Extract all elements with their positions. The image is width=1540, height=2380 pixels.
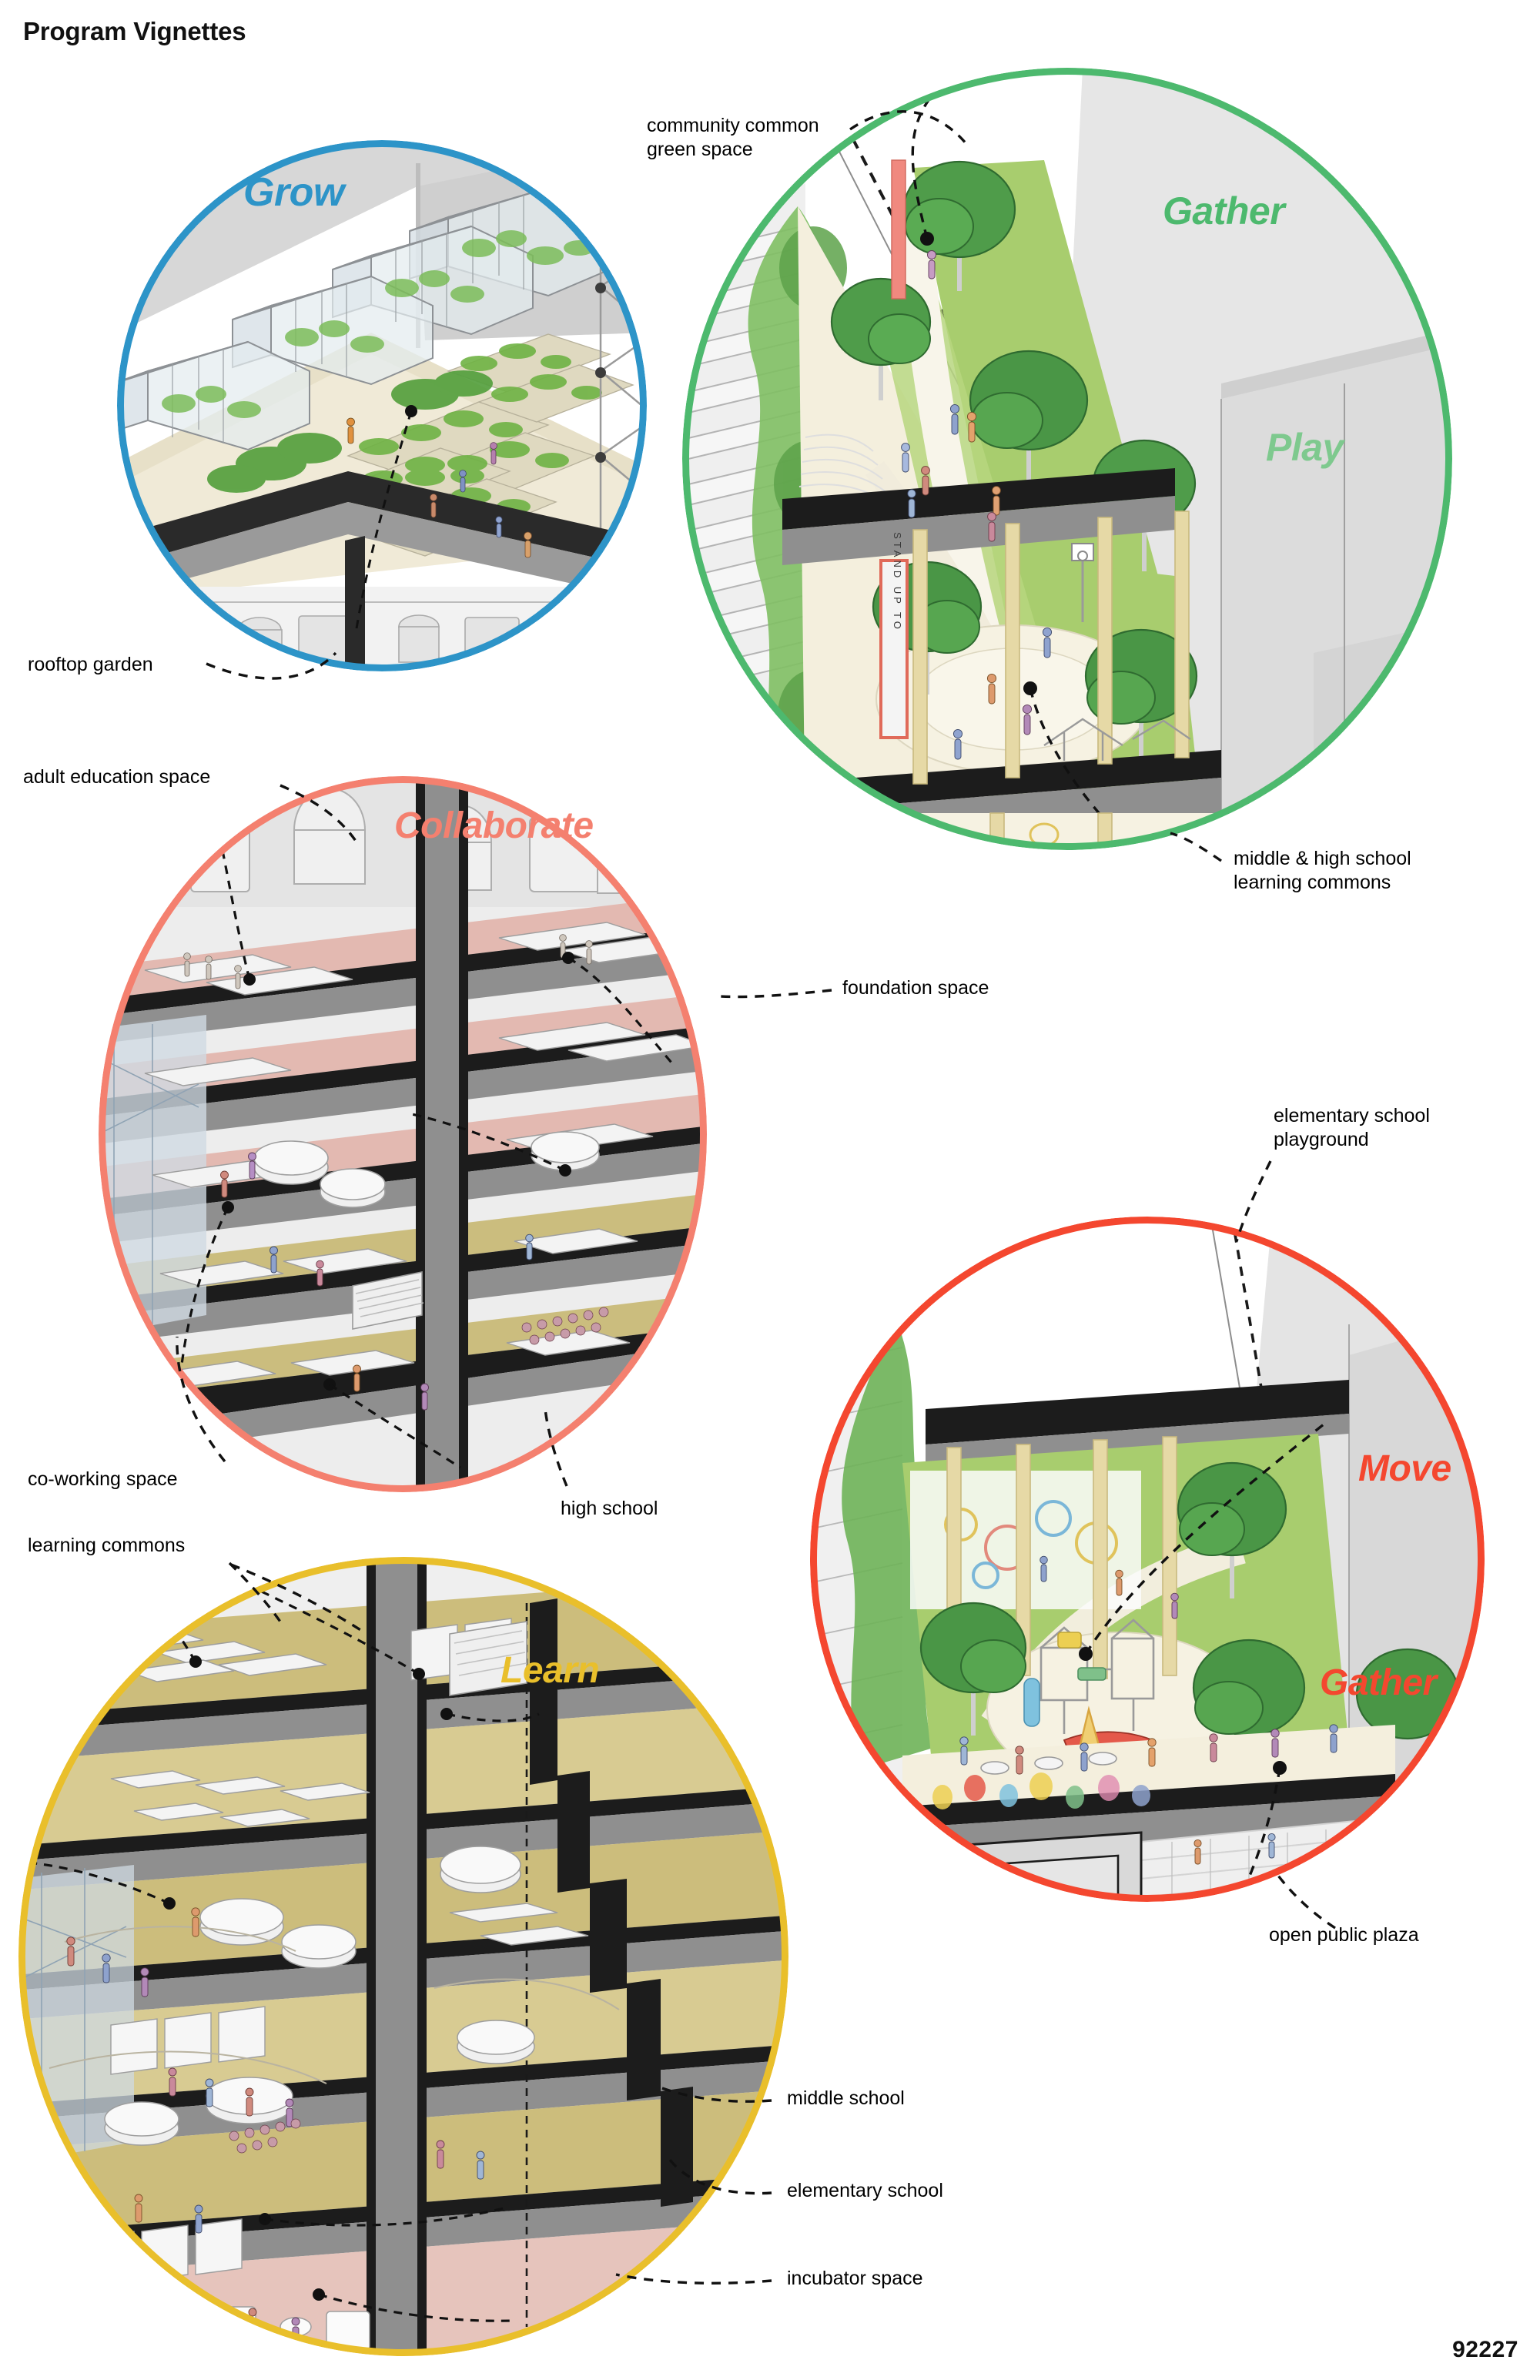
vignette-move-gather[interactable] xyxy=(810,1217,1485,1902)
collaborate-illustration xyxy=(101,778,705,1490)
vignette-collaborate[interactable] xyxy=(99,776,707,1492)
callout-community-common: community common green space xyxy=(647,115,819,160)
sign-stand-up-to: STAND UP TO xyxy=(892,532,903,632)
callout-foundation-space: foundation space xyxy=(842,977,989,999)
grow-illustration xyxy=(119,142,645,670)
callout-open-public-plaza: open public plaza xyxy=(1269,1924,1419,1946)
callout-middle-school: middle school xyxy=(787,2087,905,2109)
callout-adult-education: adult education space xyxy=(23,766,211,788)
gather-play-illustration: STAND UP TO xyxy=(685,70,1450,848)
vignette-learn[interactable] xyxy=(18,1557,788,2356)
callout-elementary-school: elementary school xyxy=(787,2180,943,2201)
callout-learning-commons: learning commons xyxy=(28,1535,186,1556)
callout-rooftop-garden: rooftop garden xyxy=(28,654,153,675)
vignette-grow[interactable] xyxy=(117,140,647,671)
callout-incubator-space: incubator space xyxy=(787,2268,923,2289)
callout-high-school: high school xyxy=(561,1498,658,1519)
callout-co-working-space: co-working space xyxy=(28,1468,178,1490)
vignette-gather-play[interactable]: STAND UP TO xyxy=(682,68,1452,850)
callout-middle-high-commons: middle & high school learning commons xyxy=(1234,848,1411,893)
page-title: Program Vignettes xyxy=(23,17,246,45)
page-number: 92227 xyxy=(1452,2337,1518,2362)
callout-elementary-playground: elementary school playground xyxy=(1274,1105,1430,1150)
learn-illustration xyxy=(21,1559,786,2354)
move-gather-illustration xyxy=(812,1219,1482,1900)
